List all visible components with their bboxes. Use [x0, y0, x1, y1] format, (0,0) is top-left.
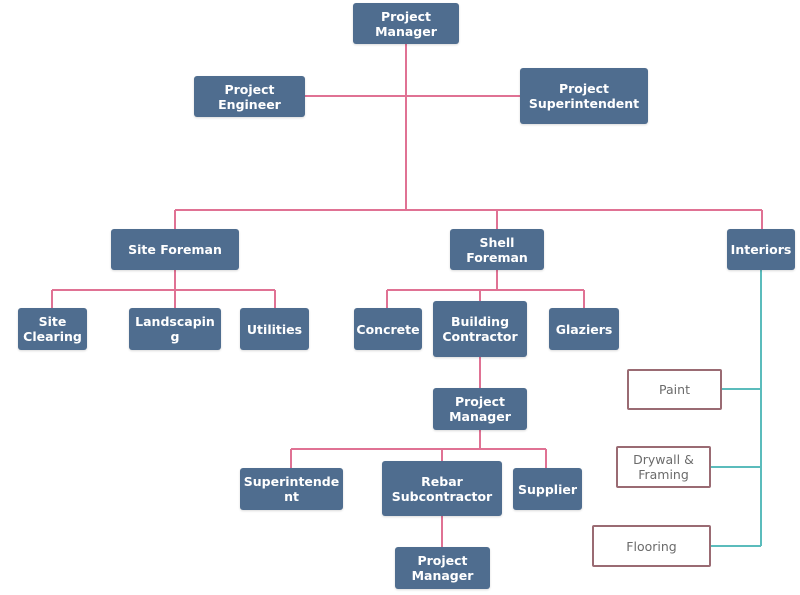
node-rebar-subcontractor[interactable]: Rebar Subcontractor — [382, 461, 502, 516]
node-project-manager-bottom[interactable]: Project Manager — [395, 547, 490, 589]
node-project-superintendent[interactable]: Project Superintendent — [520, 68, 648, 124]
node-utilities[interactable]: Utilities — [240, 308, 309, 350]
node-project-manager-mid[interactable]: Project Manager — [433, 388, 527, 430]
node-glaziers[interactable]: Glaziers — [549, 308, 619, 350]
node-superintendent[interactable]: Superintende nt — [240, 468, 343, 510]
node-paint[interactable]: Paint — [627, 369, 722, 410]
node-flooring[interactable]: Flooring — [592, 525, 711, 567]
node-site-foreman[interactable]: Site Foreman — [111, 229, 239, 270]
node-interiors[interactable]: Interiors — [727, 229, 795, 270]
node-drywall-framing[interactable]: Drywall & Framing — [616, 446, 711, 488]
node-project-engineer[interactable]: Project Engineer — [194, 76, 305, 117]
node-project-manager-top[interactable]: Project Manager — [353, 3, 459, 44]
node-landscaping[interactable]: Landscapin g — [129, 308, 221, 350]
node-supplier[interactable]: Supplier — [513, 468, 582, 510]
node-site-clearing[interactable]: Site Clearing — [18, 308, 87, 350]
node-concrete[interactable]: Concrete — [354, 308, 422, 350]
node-building-contractor[interactable]: Building Contractor — [433, 301, 527, 357]
node-shell-foreman[interactable]: Shell Foreman — [450, 229, 544, 270]
